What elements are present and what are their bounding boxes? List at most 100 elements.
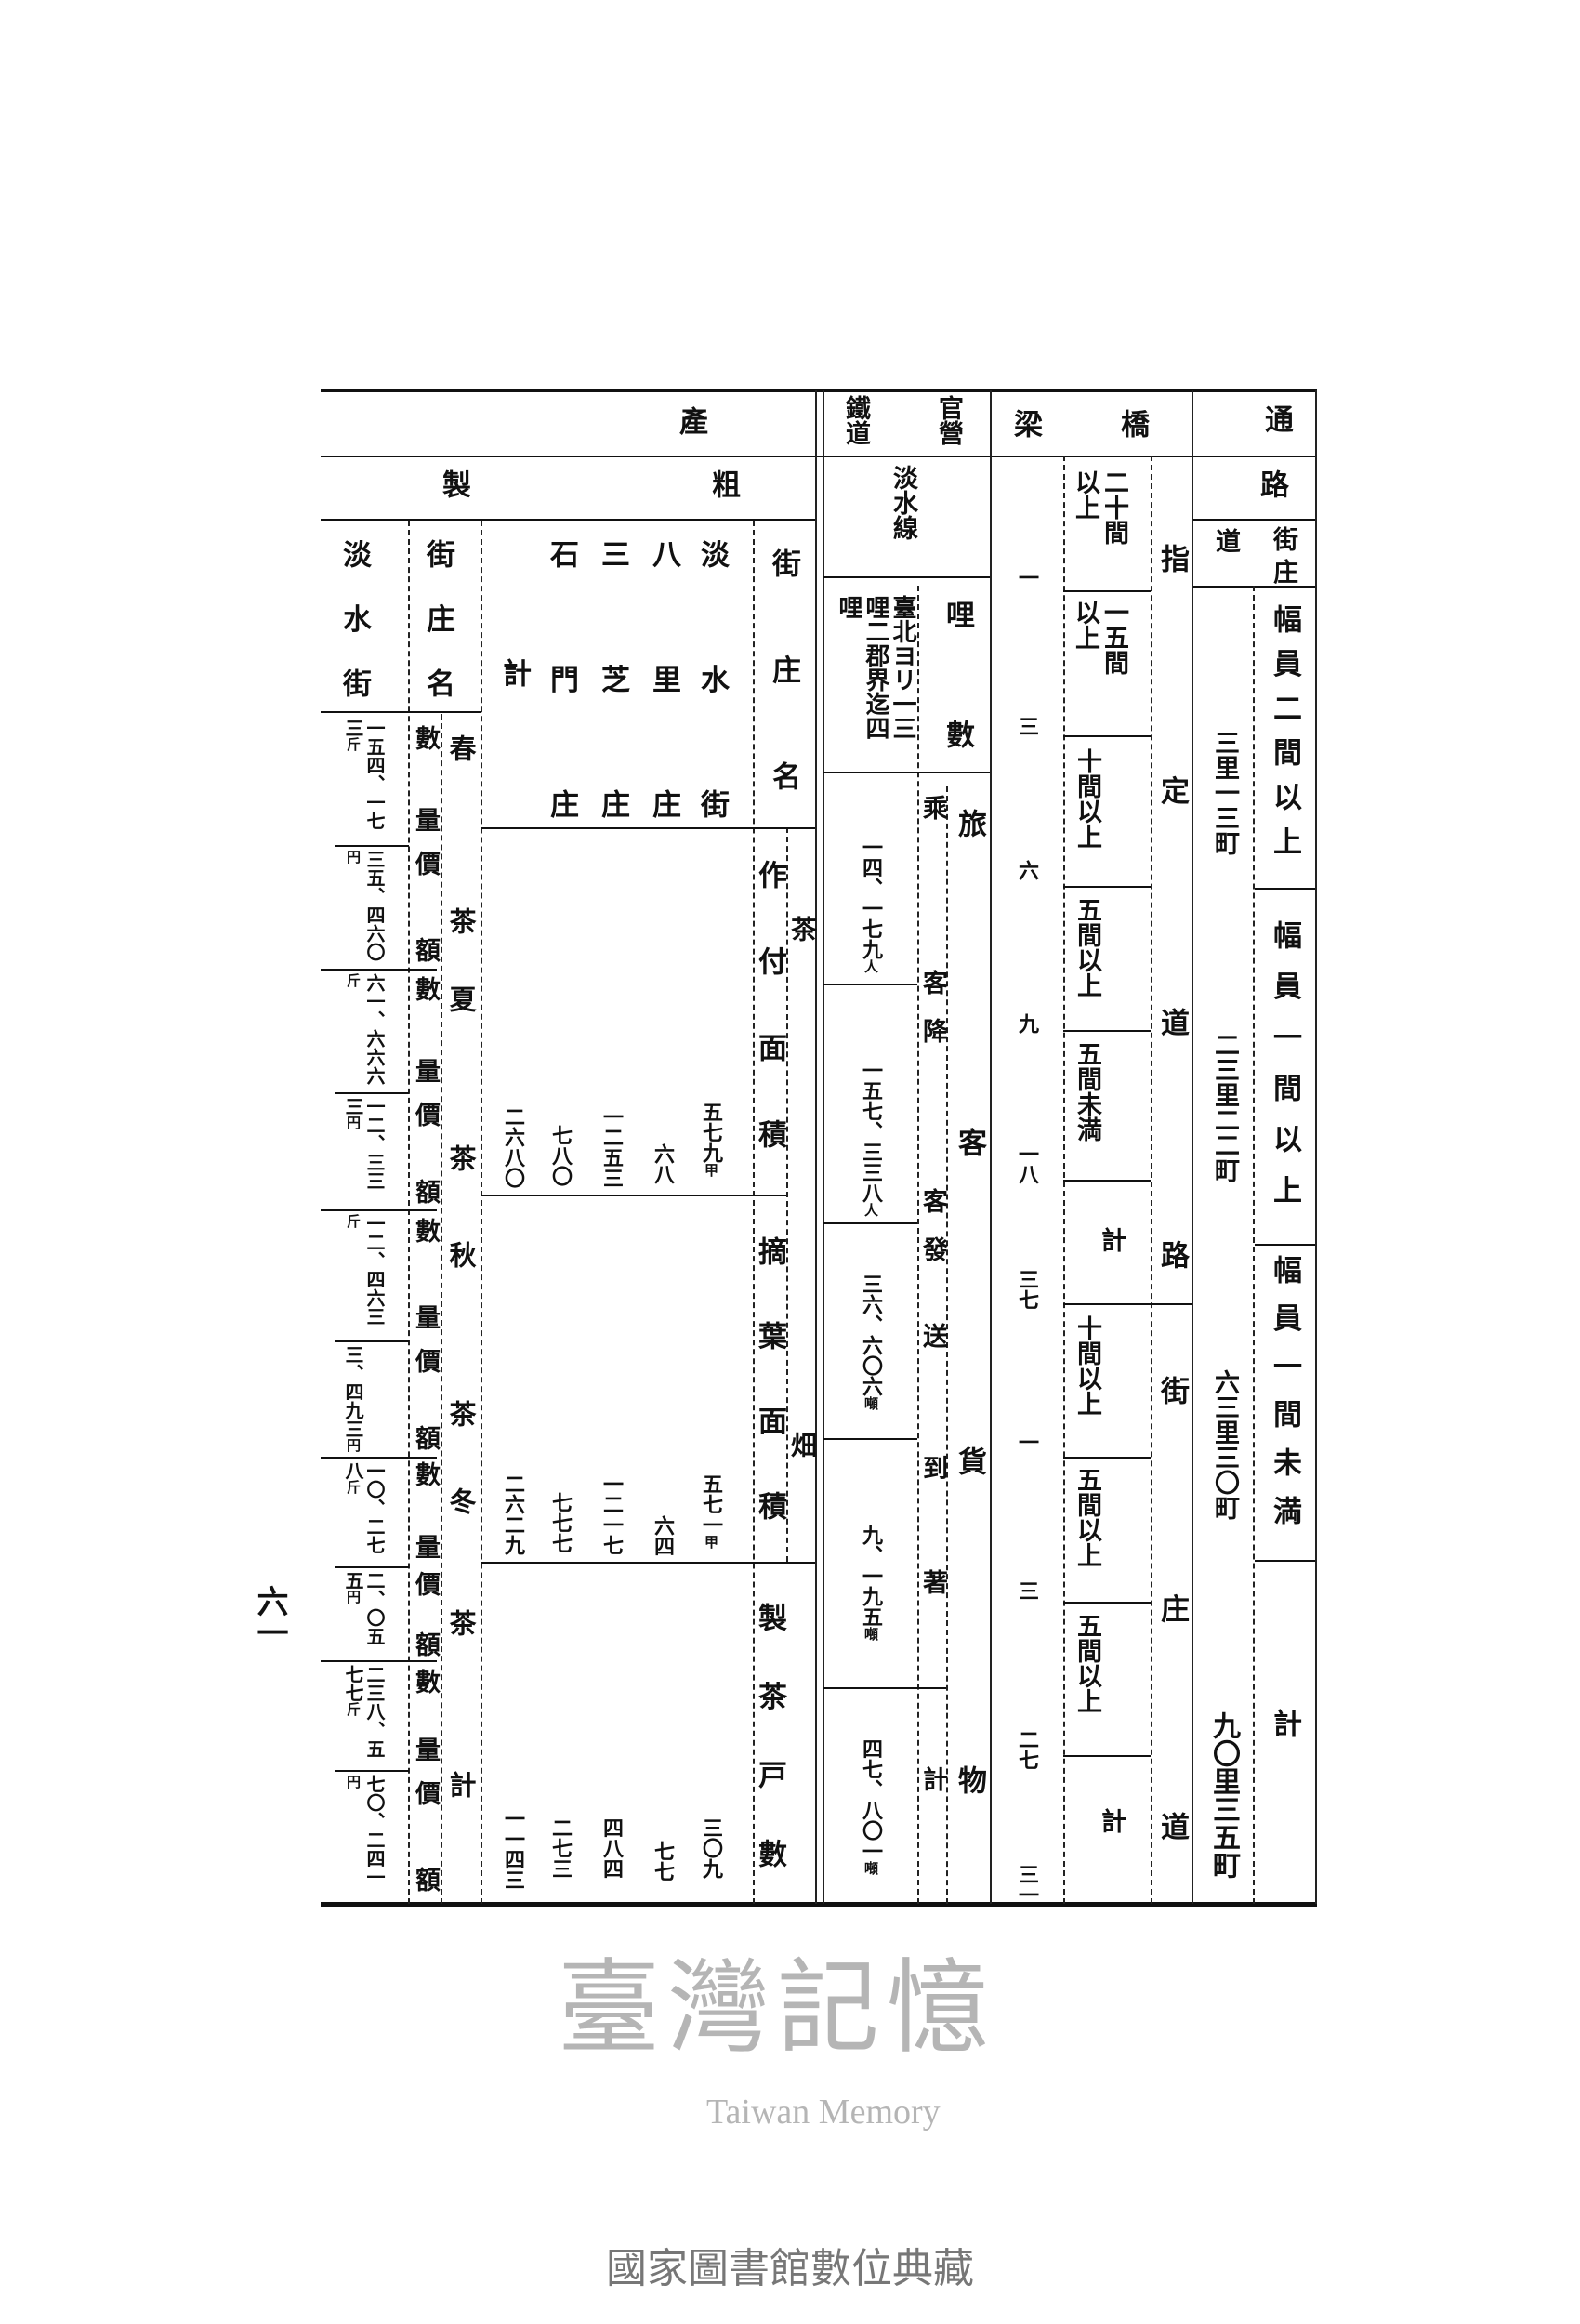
rule xyxy=(1255,1244,1315,1246)
divider xyxy=(815,390,817,1904)
value: 六一、六六六 xyxy=(363,973,386,1085)
rule xyxy=(321,969,437,971)
road-value: 二三里二二町 xyxy=(1210,1032,1239,1182)
rule xyxy=(1192,519,1315,521)
bridges-title-char: 橋 xyxy=(1115,409,1149,438)
divider xyxy=(786,827,788,1562)
qty-label: 數量 xyxy=(411,725,440,832)
bridge-value: 三 xyxy=(1015,1580,1039,1601)
bottom-rule xyxy=(321,1902,1317,1907)
value-label: 價額 xyxy=(411,1571,440,1657)
value: 一二、四六三 xyxy=(363,1214,386,1326)
bridge-label: 五間以上 xyxy=(1073,1467,1101,1567)
roads-col-header: 街庄 xyxy=(1269,526,1297,584)
value: 三、四九三 xyxy=(342,1345,364,1438)
divider xyxy=(481,521,482,1904)
rule xyxy=(1063,886,1151,888)
divider xyxy=(1253,586,1255,1904)
rule xyxy=(481,827,753,829)
tea-qty: 二三八、五七七斤 xyxy=(342,1665,386,1765)
value: 一五七、三三八 xyxy=(859,1060,883,1203)
rule xyxy=(1063,1457,1151,1459)
unit: 甲 xyxy=(703,1163,719,1177)
bridge-value: 三一 xyxy=(1015,1864,1039,1905)
railway-title: 官營 xyxy=(934,395,963,445)
rule xyxy=(1063,1602,1151,1604)
rule xyxy=(753,827,815,829)
picked-value: 六四 xyxy=(651,1515,675,1556)
town-name: 八里庄 xyxy=(647,539,680,818)
tea-qty: 一〇、二七八斤 xyxy=(342,1461,386,1562)
value: 三六、六〇六 xyxy=(859,1274,883,1396)
road-value: 九〇里三五町 xyxy=(1207,1711,1240,1879)
road-label: 計 xyxy=(1268,1709,1301,1737)
divider xyxy=(946,786,948,1904)
value-label: 價額 xyxy=(411,1102,440,1204)
picked-value: 五七一甲 xyxy=(699,1473,723,1549)
value: 三五、四六〇 xyxy=(363,850,386,961)
roads-title-char: 路 xyxy=(1255,469,1288,498)
bridge-value: 二七 xyxy=(1015,1729,1039,1770)
season-name: 秋茶 xyxy=(445,1241,477,1427)
bridges-title-char: 梁 xyxy=(1008,409,1042,438)
rule xyxy=(1063,1030,1151,1032)
unit: 円 xyxy=(345,1590,362,1604)
season-name: 計 xyxy=(445,1771,477,1798)
rule xyxy=(1255,1560,1315,1562)
season-name: 春茶 xyxy=(445,734,477,934)
picked-value: 一二一七 xyxy=(599,1473,624,1555)
divider xyxy=(1192,390,1193,1904)
unit: 円 xyxy=(345,1775,362,1789)
planted-value: 七八〇 xyxy=(548,1125,573,1186)
value: 一二、三三三 xyxy=(342,1097,386,1190)
traffic-value: 九、一九五噸 xyxy=(859,1525,883,1641)
rule xyxy=(321,1660,437,1662)
unit: 斤 xyxy=(345,1480,362,1494)
households-value: 四八四 xyxy=(599,1817,624,1879)
traffic-row-label: 計 xyxy=(918,1766,947,1791)
rule xyxy=(1063,1180,1151,1182)
traffic-row-label: 發送 xyxy=(918,1236,947,1348)
households-value: 一一四三 xyxy=(501,1808,525,1890)
road-label: 幅員一間以上 xyxy=(1268,920,1301,1204)
rule xyxy=(1063,735,1151,737)
rule xyxy=(321,711,481,713)
bridge-value: 一八 xyxy=(1015,1143,1039,1184)
town-name: 三芝庄 xyxy=(596,539,629,818)
traffic-row-label: 到著 xyxy=(918,1455,947,1594)
crude-title: 粗 xyxy=(706,469,740,498)
mileage-value: 臺北ヨリ一三哩二郡界迄四哩 xyxy=(835,595,916,740)
bridge-value: 一 xyxy=(1015,1432,1039,1452)
bridge-value: 三七 xyxy=(1015,1269,1039,1310)
bridge-label: 一五間以上 xyxy=(1071,600,1128,675)
unit: 円 xyxy=(345,1438,362,1452)
unit: 人 xyxy=(862,959,879,973)
tea-qty: 一二、四六三斤 xyxy=(342,1214,386,1335)
unit: 甲 xyxy=(703,1535,719,1549)
season-name: 冬茶 xyxy=(445,1487,477,1636)
tea-value: 三五、四六〇円 xyxy=(342,850,386,963)
unit: 斤 xyxy=(345,1214,362,1228)
bridge-value: 一 xyxy=(1015,567,1039,588)
unit: 人 xyxy=(862,1203,879,1217)
rule xyxy=(321,1457,437,1459)
planted-value: 五七九甲 xyxy=(699,1102,723,1177)
divider xyxy=(917,586,919,1904)
rule xyxy=(481,1195,786,1196)
value: 二、〇五五 xyxy=(342,1571,386,1645)
unit: 噸 xyxy=(862,1627,879,1641)
footer-credit: 國家圖書館數位典藏 xyxy=(606,2245,974,2292)
bridge-label: 計 xyxy=(1097,1227,1126,1252)
bridge-group-label: 指定道路 xyxy=(1155,544,1189,1269)
unit: 円 xyxy=(345,850,362,864)
divider xyxy=(408,521,410,1904)
railway-line: 淡水線 xyxy=(889,465,917,540)
rule xyxy=(1063,1755,1151,1757)
planted-value: 六八 xyxy=(651,1143,675,1184)
traffic-label: 旅客貨物 xyxy=(953,809,986,1794)
made-title: 製 xyxy=(437,469,470,498)
tea-value: 三、四九三円 xyxy=(342,1345,364,1452)
traffic-row-label: 降客 xyxy=(918,1018,947,1213)
bridge-value: 三 xyxy=(1015,716,1039,736)
rule xyxy=(335,1770,409,1772)
